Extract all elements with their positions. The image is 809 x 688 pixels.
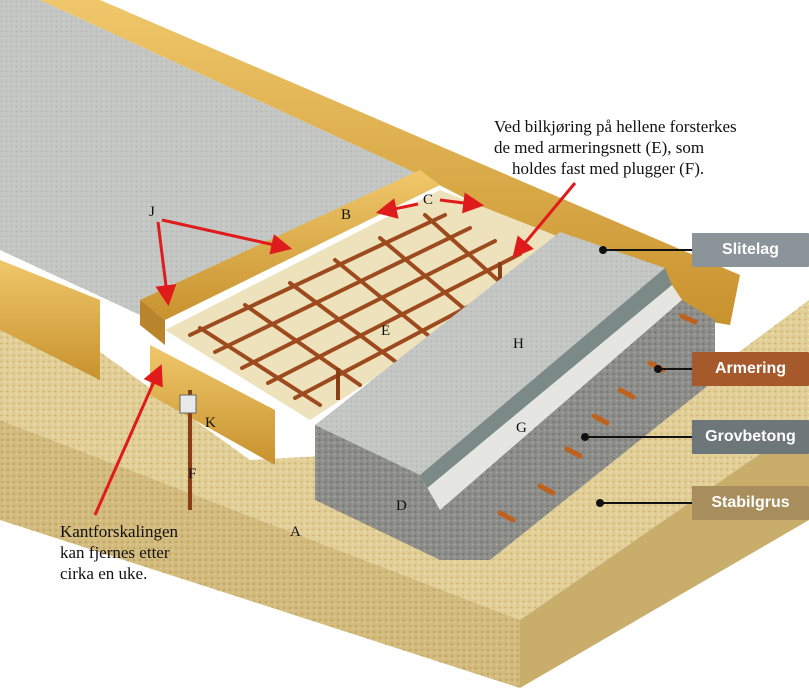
label-g: G	[516, 420, 527, 436]
formwork-note-line-3: cirka en uke.	[60, 564, 148, 583]
finished-slab	[0, 0, 420, 315]
timber-form-middle-face	[140, 300, 165, 345]
formwork-note: Kantforskalingen kan fjernes etter cirka…	[60, 521, 178, 584]
label-f: F	[188, 466, 196, 482]
reinforcement-note-line-2: de med armeringsnett (E), som	[494, 138, 705, 157]
timber-form-near	[0, 260, 100, 380]
legend-leader-dots	[581, 246, 662, 507]
sand-bed	[165, 190, 580, 420]
label-a: A	[290, 524, 301, 540]
formwork-note-line-1: Kantforskalingen	[60, 522, 179, 541]
legend-stabilgrus: Stabilgrus	[692, 486, 809, 520]
label-e: E	[381, 323, 390, 339]
form-bracket	[179, 394, 197, 414]
fine-layer	[425, 285, 682, 510]
gravel-base-top	[0, 280, 809, 620]
label-b: B	[341, 207, 351, 223]
legend-armering: Armering	[692, 352, 809, 386]
legend-slitelag: Slitelag	[692, 233, 809, 267]
label-j: J	[149, 204, 155, 220]
formwork-note-line-2: kan fjernes etter	[60, 543, 170, 562]
reinforcement-note-line-3: holdes fast med plugger (F).	[512, 159, 705, 178]
coarse-concrete-front	[315, 425, 440, 560]
wear-layer-top	[315, 232, 665, 475]
label-d: D	[396, 498, 407, 514]
coarse-concrete-side	[440, 300, 715, 560]
wear-layer-edge	[420, 268, 672, 490]
label-h: H	[513, 336, 524, 352]
timber-form-k	[150, 345, 275, 465]
reinforcement-note: Ved bilkjøring på hellene forsterkes de …	[494, 116, 737, 179]
legend-grovbetong: Grovbetong	[692, 420, 809, 454]
label-c: C	[423, 192, 433, 208]
gravel-base-front	[0, 420, 520, 688]
label-k: K	[205, 415, 216, 431]
reinforcement-note-line-1: Ved bilkjøring på hellene forsterkes	[494, 117, 737, 136]
legend-leaders	[585, 249, 692, 504]
callout-arrows	[93, 182, 577, 516]
